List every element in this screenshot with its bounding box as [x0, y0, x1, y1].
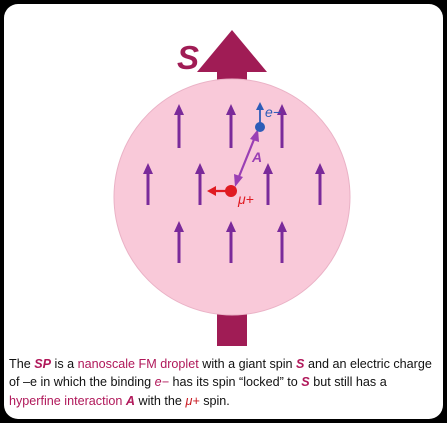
- caption-text: spin.: [199, 393, 230, 408]
- giant-spin-label: S: [177, 39, 199, 76]
- caption-electron-symbol: e−: [154, 375, 169, 390]
- giant-spin-arrow-head: [197, 30, 267, 72]
- caption-text: with a giant spin: [198, 357, 297, 371]
- muon-label: μ+: [237, 191, 254, 207]
- caption-text: with the: [135, 393, 186, 408]
- spin-arrow-head: [174, 104, 184, 115]
- caption-text: is a: [51, 357, 78, 371]
- caption-term-droplet: nanoscale FM droplet: [77, 357, 199, 371]
- caption-s-symbol: S: [296, 357, 305, 371]
- hyperfine-coupling-arrow: [234, 129, 259, 187]
- caption-a-symbol: A: [125, 393, 136, 408]
- hyperfine-label: A: [251, 149, 262, 165]
- caption-sp-symbol: SP: [34, 357, 52, 371]
- electron-label: e−: [265, 104, 281, 120]
- caption-text: has its spin “locked” to: [169, 375, 302, 390]
- caption-s-symbol: S: [301, 375, 310, 390]
- fm-droplet: [113, 78, 351, 316]
- electron: [255, 102, 265, 132]
- caption-muon-symbol: μ+: [185, 393, 200, 408]
- spin-arrow-head: [315, 163, 325, 174]
- caption-text: and an electric charge of –e in which th…: [9, 357, 432, 390]
- spin-arrow-head: [174, 221, 184, 232]
- figure-caption: The SP is a nanoscale FM droplet with a …: [9, 355, 441, 410]
- local-spin-arrows: [143, 104, 325, 263]
- spin-arrow-head: [277, 221, 287, 232]
- muon: [207, 185, 237, 197]
- diagram: S: [113, 30, 351, 346]
- spin-arrow-head: [143, 163, 153, 174]
- caption-term-hyperfine: hyperfine interaction: [9, 393, 123, 408]
- spin-arrow-head: [195, 163, 205, 174]
- spin-arrow-head: [277, 104, 287, 115]
- spin-arrow-head: [226, 221, 236, 232]
- spin-arrow-head: [263, 163, 273, 174]
- caption-text: The: [9, 357, 35, 371]
- caption-text: but still has a: [309, 375, 387, 390]
- figure-card: S: [4, 4, 443, 419]
- spin-arrow-head: [226, 104, 236, 115]
